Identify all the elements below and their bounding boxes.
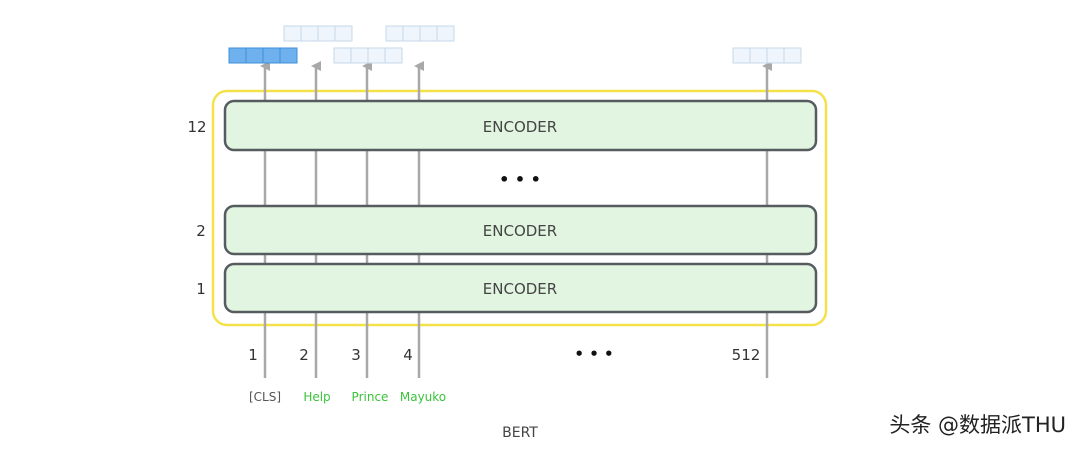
position-2: 2 — [299, 346, 309, 364]
encoder-label: ENCODER — [483, 118, 557, 136]
output-vector-cls — [228, 47, 298, 64]
position-1: 1 — [248, 346, 258, 364]
middle-ellipsis: • • • — [499, 170, 541, 189]
encoder-stack-outline — [211, 89, 828, 327]
encoder-layer-12: ENCODER 12 — [187, 99, 818, 152]
token-cls: [CLS] — [249, 390, 281, 404]
layer-number: 2 — [196, 222, 206, 240]
output-vector-prince — [333, 47, 403, 64]
watermark: 头条 @数据派THU — [889, 413, 1066, 437]
encoder-box — [223, 204, 818, 256]
position-ellipsis: • • • — [574, 345, 613, 363]
position-3: 3 — [351, 346, 361, 364]
encoder-box — [223, 99, 818, 152]
token-prince: Prince — [352, 390, 389, 404]
position-512: 512 — [732, 346, 761, 364]
token-help: Help — [303, 390, 330, 404]
output-vector-512 — [732, 47, 802, 64]
model-label: BERT — [502, 425, 538, 441]
encoder-layer-1: ENCODER 1 — [196, 262, 818, 314]
output-vector-help — [283, 25, 353, 42]
token-mayuko: Mayuko — [400, 390, 446, 404]
encoder-label: ENCODER — [483, 222, 557, 240]
output-vectors — [228, 25, 802, 64]
encoder-box — [223, 262, 818, 314]
input-tokens: [CLS] Help Prince Mayuko — [249, 390, 446, 404]
encoder-label: ENCODER — [483, 280, 557, 298]
output-vector-mayuko — [385, 25, 455, 42]
position-4: 4 — [403, 346, 413, 364]
layer-number: 12 — [187, 118, 206, 136]
position-labels: 1 2 3 4 • • • 512 — [248, 345, 760, 364]
layer-number: 1 — [196, 280, 206, 298]
encoder-layer-2: ENCODER 2 — [196, 204, 818, 256]
